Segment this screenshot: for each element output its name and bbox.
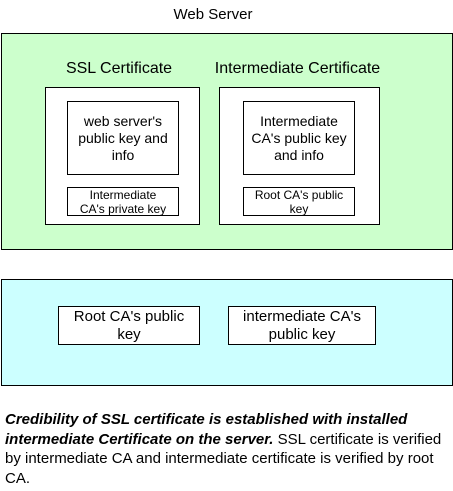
intermediate-certificate-title: Intermediate Certificate [214,60,381,77]
caption-body: SSL certificate is verified by intermedi… [5,430,442,487]
web-server-title: Web Server [173,6,253,23]
intermediate-certificate-contents: Intermediate CA's public key and info [243,101,355,175]
intermediate-certificate-signature: Root CA's public key [243,187,355,216]
ssl-certificate-contents: web server's public key and info [67,101,179,175]
ssl-certificate-signature: Intermediate CA's private key [67,187,179,216]
ssl-certificate-title: SSL Certificate [65,60,173,77]
caption-emphasis: Credibility of SSL certificate is establ… [5,411,408,448]
caption: Credibility of SSL certificate is establ… [5,410,451,488]
intermediate-ca-public-key: intermediate CA's public key [228,306,376,345]
root-ca-public-key: Root CA's public key [58,306,200,345]
